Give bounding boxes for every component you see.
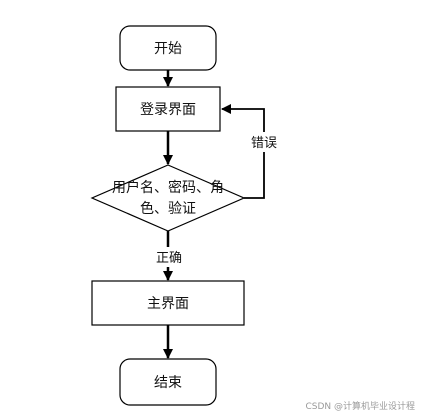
login-node: 登录界面 — [115, 86, 221, 132]
start-node: 开始 — [119, 25, 217, 71]
login-node-label: 登录界面 — [140, 102, 196, 118]
end-node-label: 结束 — [154, 375, 182, 391]
verify-decision-shape — [90, 164, 246, 232]
arrow-error-loop — [221, 104, 265, 199]
correct-label-background — [152, 247, 186, 267]
login-node-shape — [115, 86, 221, 132]
main-node-label: 主界面 — [147, 296, 189, 312]
end-node: 结束 — [119, 358, 217, 406]
end-node-shape — [119, 358, 217, 406]
error-edge-label: 错误 — [251, 136, 277, 151]
verify-decision-node: 用户名、密码、角 色、验证 — [90, 164, 246, 232]
verify-decision-label-line1: 用户名、密码、角 — [112, 179, 224, 196]
start-node-label: 开始 — [154, 41, 182, 57]
main-node-shape — [91, 280, 245, 326]
main-node: 主界面 — [91, 280, 245, 326]
verify-decision-label-line2: 色、验证 — [140, 200, 196, 217]
watermark-text: CSDN @计算机毕业设计程 — [305, 402, 415, 412]
correct-edge-label: 正确 — [156, 251, 182, 266]
error-label-background — [246, 132, 282, 152]
